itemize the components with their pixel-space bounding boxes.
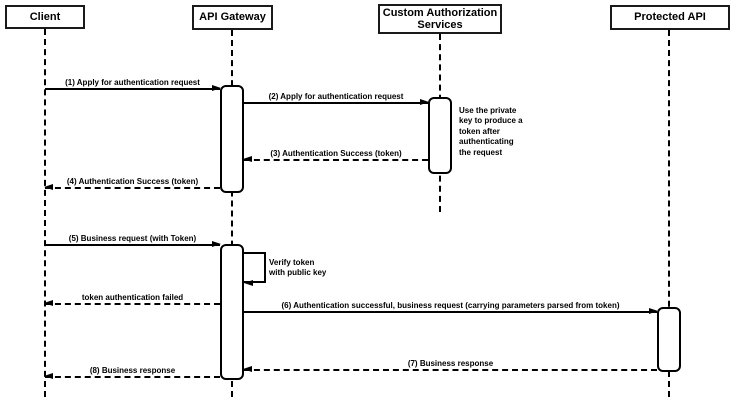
participant-api-gateway: API Gateway	[192, 5, 273, 30]
message-5-label: (5) Business request (with Token)	[68, 234, 197, 243]
message-token-failed-line	[45, 303, 220, 305]
arrowhead-right-icon	[212, 240, 221, 247]
message-7-line	[244, 369, 657, 371]
message-3-line	[244, 159, 428, 161]
lifeline-protected-api	[668, 30, 670, 397]
participant-label: Custom Authorization Services	[382, 6, 498, 31]
message-token-failed-label: token authentication failed	[81, 293, 184, 302]
message-1-label: (1) Apply for authentication request	[65, 78, 200, 87]
arrowhead-left-icon	[243, 155, 252, 162]
activation-api-gateway-auth	[220, 85, 244, 193]
message-2-label: (2) Apply for authentication request	[268, 92, 404, 101]
activation-custom-auth	[428, 97, 452, 174]
lifeline-api-gateway	[231, 30, 233, 397]
participant-custom-auth: Custom Authorization Services	[378, 4, 502, 34]
participant-label: Client	[29, 10, 61, 23]
message-4-line	[45, 187, 220, 189]
message-7-label: (7) Business response	[407, 359, 494, 368]
arrowhead-left-icon	[243, 365, 252, 372]
self-message-label: Verify token with public key	[269, 258, 327, 278]
note-private-key: Use the private key to produce a token a…	[459, 106, 523, 157]
arrowhead-left-icon	[244, 280, 253, 286]
participant-label: Protected API	[634, 11, 706, 24]
message-5-line	[45, 244, 220, 246]
message-8-line	[45, 376, 220, 378]
arrowhead-right-icon	[649, 307, 658, 314]
participant-protected-api: Protected API	[610, 5, 730, 30]
participant-client: Client	[5, 5, 85, 29]
arrowhead-left-icon	[44, 183, 53, 190]
message-6-line	[244, 311, 657, 313]
arrowhead-right-icon	[212, 84, 221, 91]
message-8-label: (8) Business response	[89, 366, 176, 375]
message-4-label: (4) Authentication Success (token)	[66, 177, 199, 186]
lifeline-client	[44, 29, 46, 397]
message-1-line	[45, 88, 220, 90]
arrowhead-left-icon	[44, 299, 53, 306]
self-message-verify-token	[244, 252, 266, 286]
message-2-line	[244, 102, 428, 104]
message-3-label: (3) Authentication Success (token)	[270, 149, 402, 158]
activation-api-gateway-business	[220, 244, 244, 380]
arrowhead-left-icon	[44, 372, 53, 379]
activation-protected-api	[657, 307, 681, 372]
arrowhead-right-icon	[420, 98, 429, 105]
participant-label: API Gateway	[199, 11, 266, 24]
message-6-label: (6) Authentication successful, business …	[281, 301, 620, 310]
